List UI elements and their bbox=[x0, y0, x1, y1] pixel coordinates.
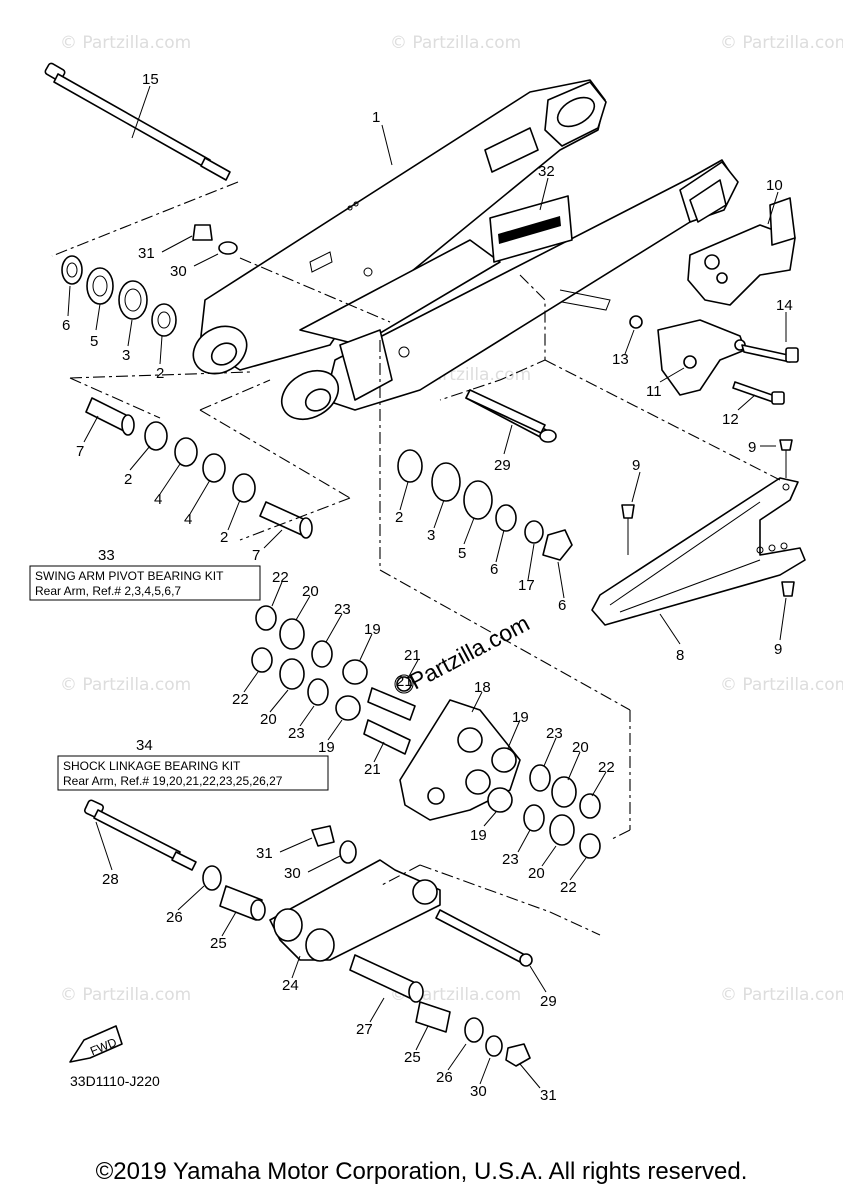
callout-24: 24 bbox=[282, 977, 299, 994]
callout-23: 23 bbox=[334, 601, 351, 618]
callout-32: 32 bbox=[538, 163, 555, 180]
callout-2: 2 bbox=[124, 471, 132, 488]
relay-arm-18 bbox=[335, 659, 521, 821]
chain-guide-10 bbox=[687, 197, 796, 306]
callout-9: 9 bbox=[774, 641, 782, 658]
callout-31: 31 bbox=[138, 245, 155, 262]
callout-19: 19 bbox=[512, 709, 529, 726]
callout-26: 26 bbox=[166, 909, 183, 926]
callout-12: 12 bbox=[722, 411, 739, 428]
label-sticker-32 bbox=[489, 195, 573, 263]
callout-29: 29 bbox=[494, 457, 511, 474]
callout-30: 30 bbox=[170, 263, 187, 280]
watermark: © Partzilla.com bbox=[60, 675, 191, 695]
callout-11: 11 bbox=[646, 383, 662, 400]
watermark: © Partzilla.com bbox=[390, 33, 521, 53]
chain-guide-bracket-11 bbox=[629, 315, 799, 405]
callout-25: 25 bbox=[404, 1049, 421, 1066]
callout-19: 19 bbox=[364, 621, 381, 638]
callout-22: 22 bbox=[598, 759, 615, 776]
callout-14: 14 bbox=[776, 297, 793, 314]
callout-21: 21 bbox=[404, 647, 421, 664]
watermark: © Partzilla.com bbox=[720, 985, 843, 1005]
callouts: 1 2 2 2 2 3 3 4 4 5 5 6 6 6 7 7 8 9 9 9 … bbox=[62, 71, 793, 1104]
watermark: © Partzilla.com bbox=[720, 675, 843, 695]
callout-22: 22 bbox=[560, 879, 577, 896]
callout-2: 2 bbox=[395, 509, 403, 526]
kit-33-number: 33 bbox=[98, 547, 115, 564]
callout-17: 17 bbox=[518, 577, 535, 594]
callout-5: 5 bbox=[458, 545, 466, 562]
callout-19: 19 bbox=[470, 827, 487, 844]
callout-7: 7 bbox=[76, 443, 84, 460]
callout-4: 4 bbox=[184, 511, 192, 528]
callout-23: 23 bbox=[502, 851, 519, 868]
callout-6: 6 bbox=[490, 561, 498, 578]
callout-5: 5 bbox=[90, 333, 98, 350]
callout-20: 20 bbox=[260, 711, 277, 728]
callout-3: 3 bbox=[427, 527, 435, 544]
callout-6: 6 bbox=[558, 597, 566, 614]
linkage-seals bbox=[251, 605, 601, 859]
callout-30: 30 bbox=[470, 1083, 487, 1100]
callout-29: 29 bbox=[540, 993, 557, 1010]
callout-21: 21 bbox=[396, 673, 413, 690]
callout-9: 9 bbox=[632, 457, 640, 474]
callout-20: 20 bbox=[528, 865, 545, 882]
callout-9: 9 bbox=[748, 439, 756, 456]
callout-20: 20 bbox=[572, 739, 589, 756]
callout-7: 7 bbox=[252, 547, 260, 564]
callout-21: 21 bbox=[364, 761, 381, 778]
copyright-footer: ©2019 Yamaha Motor Corporation, U.S.A. A… bbox=[95, 1158, 748, 1185]
callout-30: 30 bbox=[284, 865, 301, 882]
right-pivot-bearings bbox=[397, 389, 573, 561]
callout-19: 19 bbox=[318, 739, 335, 756]
callout-31: 31 bbox=[540, 1087, 557, 1104]
callout-4: 4 bbox=[154, 491, 162, 508]
callout-31: 31 bbox=[256, 845, 273, 862]
callout-22: 22 bbox=[232, 691, 249, 708]
inner-collar-stack bbox=[85, 397, 313, 539]
diagram-code: 33D1110-J220 bbox=[70, 1073, 160, 1089]
callout-leaders bbox=[67, 85, 787, 1089]
callout-13: 13 bbox=[612, 351, 629, 368]
kit-34-box: SHOCK LINKAGE BEARING KIT Rear Arm, Ref.… bbox=[57, 737, 329, 791]
callout-23: 23 bbox=[288, 725, 305, 742]
kit-34-refs: Rear Arm, Ref.# 19,20,21,22,23,25,26,27 bbox=[63, 774, 283, 788]
kit-34-title: SHOCK LINKAGE BEARING KIT bbox=[63, 759, 241, 773]
watermark: © Partzilla.com bbox=[60, 33, 191, 53]
callout-6: 6 bbox=[62, 317, 70, 334]
reference-lines bbox=[51, 181, 781, 936]
kit-33-refs: Rear Arm, Ref.# 2,3,4,5,6,7 bbox=[35, 584, 181, 598]
callout-28: 28 bbox=[102, 871, 119, 888]
callout-10: 10 bbox=[766, 177, 783, 194]
callout-2: 2 bbox=[220, 529, 228, 546]
callout-2: 2 bbox=[156, 365, 164, 382]
callout-27: 27 bbox=[356, 1021, 373, 1038]
pivot-shaft-15 bbox=[44, 62, 231, 181]
kit-33-box: SWING ARM PIVOT BEARING KIT Rear Arm, Re… bbox=[29, 547, 261, 601]
callout-18: 18 bbox=[474, 679, 491, 696]
kit-34-number: 34 bbox=[136, 737, 153, 754]
forward-arrow-icon: FWD bbox=[69, 1025, 123, 1063]
chain-slider-8 bbox=[591, 439, 806, 626]
callout-20: 20 bbox=[302, 583, 319, 600]
kit-33-title: SWING ARM PIVOT BEARING KIT bbox=[35, 569, 224, 583]
brand-watermark: Partzilla.com bbox=[405, 610, 533, 695]
callout-3: 3 bbox=[122, 347, 130, 364]
watermark: © Partzilla.com bbox=[720, 33, 843, 53]
callout-1: 1 bbox=[372, 109, 380, 126]
callout-23: 23 bbox=[546, 725, 563, 742]
shaft-29 bbox=[465, 389, 546, 434]
callout-8: 8 bbox=[676, 647, 684, 664]
callout-22: 22 bbox=[272, 569, 289, 586]
callout-25: 25 bbox=[210, 935, 227, 952]
callout-26: 26 bbox=[436, 1069, 453, 1086]
lower-linkage bbox=[83, 799, 533, 1067]
swing-arm bbox=[192, 79, 739, 421]
watermark: © Partzilla.com bbox=[60, 985, 191, 1005]
callout-15: 15 bbox=[142, 71, 159, 88]
